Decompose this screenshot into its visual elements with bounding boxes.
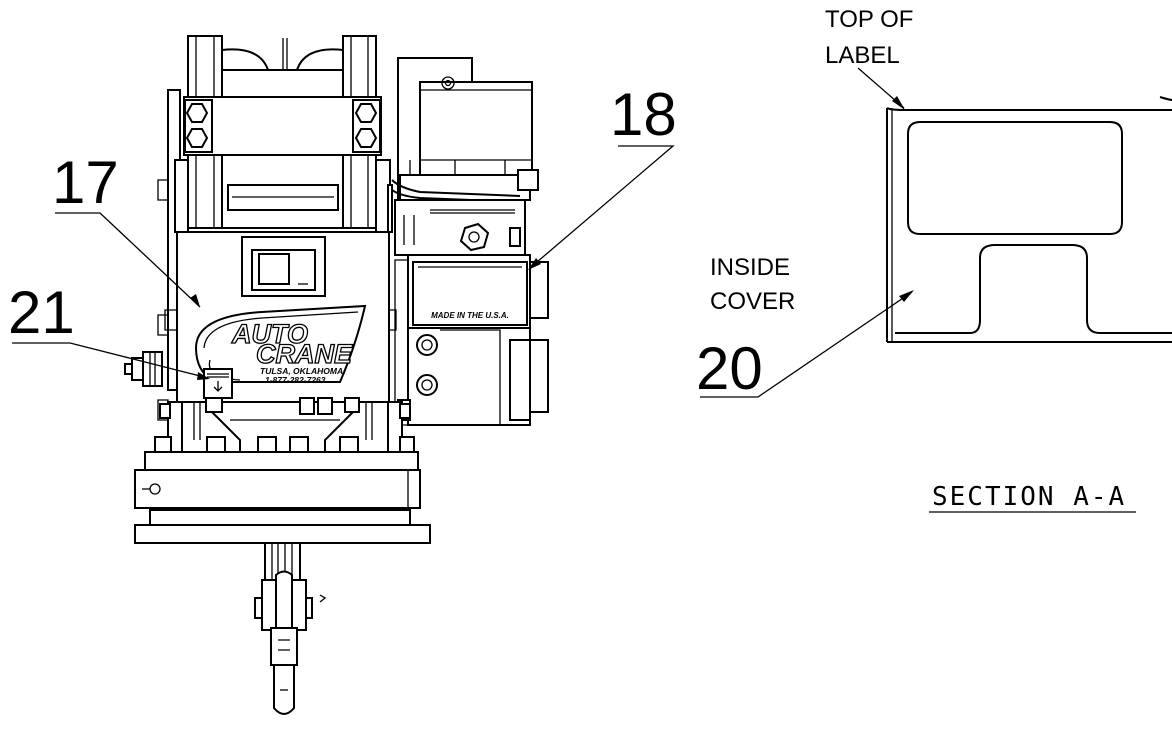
left-hydraulic-fitting — [124, 351, 163, 387]
svg-text:INSIDE: INSIDE — [710, 254, 790, 281]
crane-assembly: MADE IN THE U.S.A. AUTO CRANE TULSA, OKL… — [124, 35, 549, 715]
decal-phone: 1-877-282-7263 — [265, 375, 326, 385]
made-in-usa-label: MADE IN THE U.S.A. — [412, 261, 528, 326]
svg-text:17: 17 — [52, 149, 119, 216]
callout-18: 18 — [528, 81, 677, 270]
inside-cover-note: INSIDE COVER — [710, 254, 795, 315]
svg-text:TOP OF: TOP OF — [825, 6, 913, 33]
callout-20: 20 — [696, 290, 914, 402]
svg-text:21: 21 — [8, 279, 75, 346]
decal-brand-line2: CRANE — [256, 339, 353, 369]
base-rotation — [134, 397, 431, 544]
made-in-usa-text: MADE IN THE U.S.A. — [431, 311, 509, 320]
section-a-a-view — [886, 96, 1172, 343]
svg-text:COVER: COVER — [710, 288, 795, 315]
motor-housing — [387, 57, 539, 256]
decal-city: TULSA, OKLAHOMA — [260, 366, 343, 376]
svg-text:18: 18 — [610, 81, 677, 148]
section-title: SECTION A-A — [929, 482, 1136, 513]
callout-21: 21 — [8, 279, 210, 380]
decal-brand-line1: AUTO — [231, 319, 308, 349]
svg-text:SECTION A-A: SECTION A-A — [932, 482, 1126, 512]
callout-17: 17 — [52, 149, 201, 308]
top-of-label-note: TOP OF LABEL — [825, 6, 913, 110]
cross-strap — [183, 96, 382, 156]
hook-assembly — [254, 542, 327, 715]
warning-tag — [203, 368, 233, 399]
svg-text:LABEL: LABEL — [825, 42, 900, 69]
svg-text:20: 20 — [696, 335, 763, 402]
auto-crane-decal: AUTO CRANE TULSA, OKLAHOMA 1-877-282-726… — [194, 304, 367, 385]
